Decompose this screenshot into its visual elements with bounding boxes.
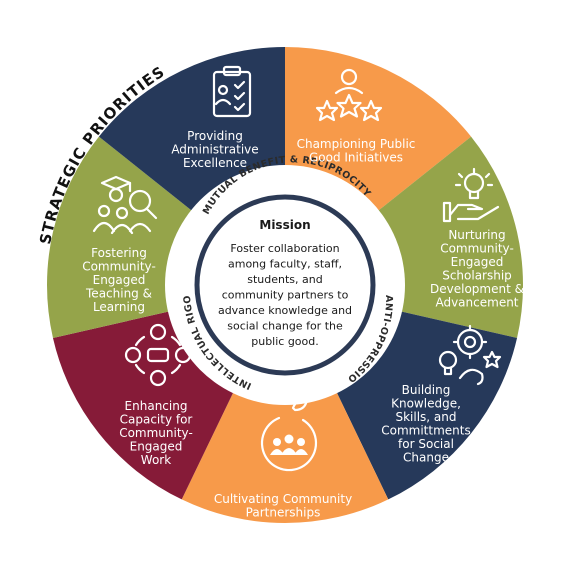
mission-text: Foster collaboration among faculty, staff… — [218, 242, 352, 348]
segment-label-line: Community- — [119, 426, 193, 440]
segment-label-line: Community- — [440, 242, 514, 256]
segment-label-line: Enhancing — [125, 399, 188, 413]
segment-label-line: Knowledge, — [391, 397, 461, 411]
segment-label-line: Work — [141, 453, 171, 467]
segment-label-line: Engaged — [130, 440, 183, 454]
mission-line: community partners to — [222, 289, 349, 302]
segment-label-line: Development & — [430, 282, 524, 296]
segment-label-line: Partnerships — [246, 506, 321, 520]
mission-line: social change for the — [227, 320, 343, 333]
hand-lightbulb-icon — [442, 167, 500, 223]
segment-label-line: Advancement — [435, 296, 518, 310]
segment-label-line: Engaged — [451, 255, 504, 269]
segment-label-line: Committments — [381, 424, 470, 438]
graduation-group-icon — [92, 175, 158, 235]
mission-line: students, and — [247, 273, 322, 286]
segment-label-line: Change — [403, 451, 449, 465]
segment-label-line: Nurturing — [448, 228, 505, 242]
segment-label-line: Fostering — [91, 246, 147, 260]
segment-label-line: Teaching & — [85, 287, 152, 301]
segment-label-line: Cultivating Community — [214, 492, 352, 506]
community-circle-icon — [260, 398, 318, 472]
segment-label-line: Administrative — [171, 143, 258, 157]
person-stars-icon — [315, 68, 383, 122]
segment-label-line: Excellence — [183, 156, 247, 170]
segment-label-line: Providing — [187, 129, 243, 143]
segment-label-line: for Social — [398, 437, 454, 451]
mission-line: Foster collaboration — [230, 242, 339, 255]
segment-public-good — [366, 136, 523, 338]
mission-line: advance knowledge and — [218, 304, 352, 317]
segment-label-line: Engaged — [93, 273, 146, 287]
mission-circle — [194, 194, 376, 376]
mission-line: public good. — [251, 335, 319, 348]
mission-title: Mission — [259, 218, 310, 232]
segment-label-line: Community- — [82, 260, 156, 274]
segment-label-line: Building — [402, 383, 451, 397]
mission-line: among faculty, staff, — [228, 258, 342, 271]
head-gear-bulb-icon — [438, 324, 502, 386]
segment-label-line: Learning — [93, 300, 145, 314]
segment-label-line: Good Initiatives — [309, 151, 403, 165]
segment-label-line: Skills, and — [395, 410, 456, 424]
segment-capacity — [46, 136, 204, 338]
people-network-icon — [124, 323, 192, 387]
segment-label-line: Capacity for — [120, 413, 193, 427]
clipboard-user-icon — [212, 65, 252, 118]
segment-label-line: Championing Public — [297, 137, 416, 151]
segment-label-line: Scholarship — [442, 269, 512, 283]
